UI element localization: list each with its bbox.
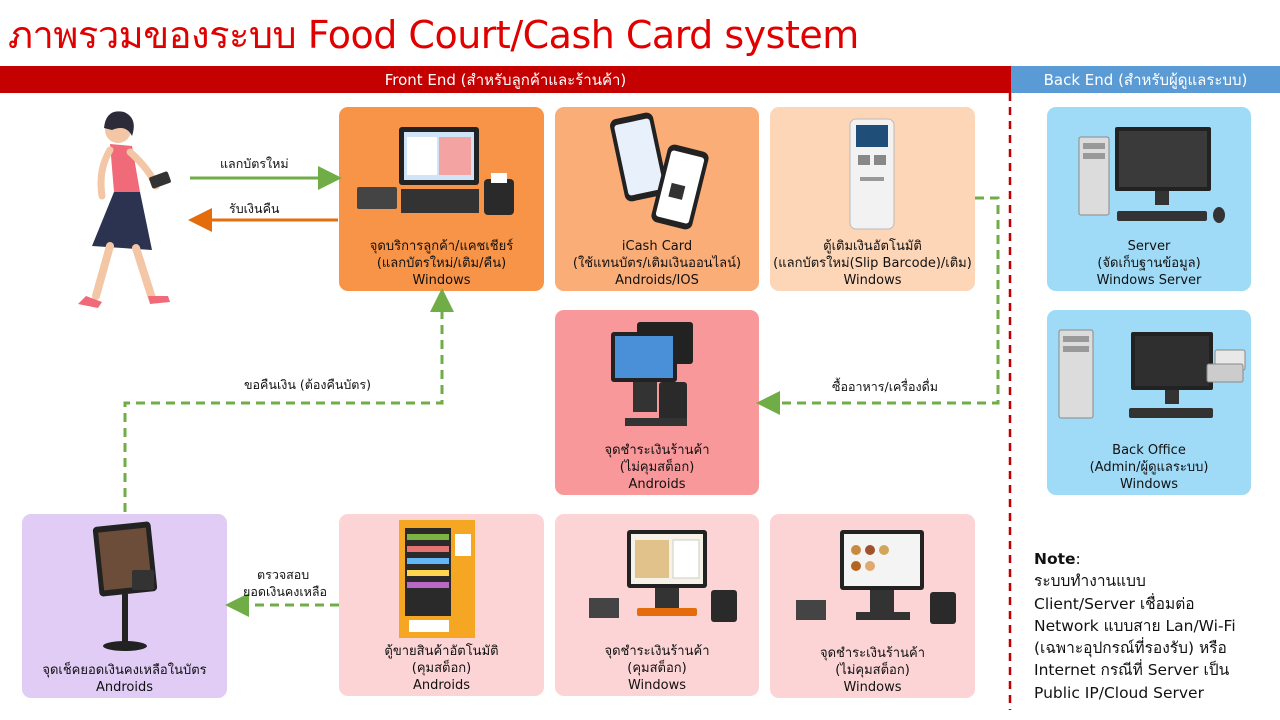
backoffice-label-line2: (Admin/ผู้ดูแลระบบ) xyxy=(1089,460,1209,475)
refund-arrow-label: รับเงินคืน xyxy=(229,201,280,216)
icash-label-line2: (ใช้แทนบัตร/เติมเงินออนไลน์) xyxy=(572,256,742,271)
vending-label-line2: (คุมสต็อก) xyxy=(411,661,472,676)
buy-arrow-label: ซื้ออาหาร/เครื่องดื่ม xyxy=(832,379,939,394)
note-line: Client/Server เชื่อมต่อ xyxy=(1034,594,1195,613)
icash-label-line1: iCash Card xyxy=(621,239,693,254)
note-line: Internet กรณีที่ Server เป็น xyxy=(1034,661,1230,680)
note-block: Note: ระบบทำงานแบบ Client/Server เชื่อมต… xyxy=(1034,548,1274,704)
windows-pos-icon xyxy=(796,530,956,624)
server-computer-icon xyxy=(1078,127,1225,223)
exchange-arrow-label: แลกบัตรใหม่ xyxy=(220,156,289,171)
balance-checker-kiosk-icon xyxy=(92,521,158,651)
note-title: Note xyxy=(1034,550,1076,568)
cashier-label-line3: Windows xyxy=(412,273,471,288)
pos-stock-label-line2: (คุมสต็อก) xyxy=(627,661,687,676)
kiosk-node: ตู้เติมเงินอัตโนมัติ (แลกบัตรใหม่(Slip B… xyxy=(770,107,975,291)
windows-pos-icon xyxy=(589,530,737,622)
check-arrow-label-line2: ยอดเงินคงเหลือ xyxy=(243,584,328,599)
note-line: Public IP/Cloud Server xyxy=(1034,683,1204,702)
pos-center-label-line2: (ไม่คุมสต็อก) xyxy=(619,460,695,475)
buy-arrow xyxy=(756,196,1000,415)
server-label-line2: (จัดเก็บฐานข้อมูล) xyxy=(1097,256,1201,271)
check-arrow-label-line1: ตรวจสอบ xyxy=(257,567,310,582)
backoffice-node: Back Office (Admin/ผู้ดูแลระบบ) Windows xyxy=(1047,310,1251,495)
pos-nostock-node: จุดชำระเงินร้านค้า (ไม่คุมสต็อก) Windows xyxy=(770,514,975,698)
kiosk-label-line3: Windows xyxy=(843,273,902,288)
vending-label-line1: ตู้ขายสินค้าอัตโนมัติ xyxy=(384,644,499,659)
pos-nostock-label-line3: Windows xyxy=(843,680,902,695)
pos-center-label-line1: จุดชำระเงินร้านค้า xyxy=(604,443,710,458)
note-line: Network แบบสาย Lan/Wi-Fi xyxy=(1034,616,1236,635)
icash-node: iCash Card (ใช้แทนบัตร/เติมเงินออนไลน์) … xyxy=(555,107,759,291)
vending-label-line3: Androids xyxy=(412,678,471,693)
kiosk-label-line1: ตู้เติมเงินอัตโนมัติ xyxy=(823,239,922,254)
server-node: Server (จัดเก็บฐานข้อมูล) Windows Server xyxy=(1047,107,1251,291)
icash-label-line3: Androids/IOS xyxy=(615,273,699,288)
back-end-header: Back End (สำหรับผู้ดูแลระบบ) xyxy=(1011,66,1280,93)
checker-node: จุดเช็คยอดเงินคงเหลือในบัตร Androids xyxy=(22,514,227,698)
kiosk-label-line2: (แลกบัตรใหม่(Slip Barcode)/เติม) xyxy=(773,256,972,271)
android-pos-icon xyxy=(611,322,693,426)
cashier-label-line2: (แลกบัตรใหม่/เติม/คืน) xyxy=(376,256,507,271)
server-label-line1: Server xyxy=(1127,239,1171,254)
vending-node: ตู้ขายสินค้าอัตโนมัติ (คุมสต็อก) Android… xyxy=(339,514,544,696)
customer-person-icon xyxy=(78,111,171,308)
pos-center-label-line3: Androids xyxy=(628,477,686,492)
pos-nostock-label-line2: (ไม่คุมสต็อก) xyxy=(835,663,910,678)
pos-stock-node: จุดชำระเงินร้านค้า (คุมสต็อก) Windows xyxy=(555,514,759,696)
front-end-header: Front End (สำหรับลูกค้าและร้านค้า) xyxy=(0,66,1011,93)
pos-center-node: จุดชำระเงินร้านค้า (ไม่คุมสต็อก) Android… xyxy=(555,310,759,495)
cashier-label-line1: จุดบริการลูกค้า/แคชเชียร์ xyxy=(369,239,514,254)
page-title: ภาพรวมของระบบ Food Court/Cash Card syste… xyxy=(8,13,859,57)
topup-kiosk-icon xyxy=(849,118,895,230)
claim-arrow-label: ขอคืนเงิน (ต้องคืนบัตร) xyxy=(244,377,372,392)
vending-machine-icon xyxy=(399,520,475,638)
backoffice-label-line1: Back Office xyxy=(1112,443,1186,458)
pos-nostock-label-line1: จุดชำระเงินร้านค้า xyxy=(820,646,925,661)
backoffice-computer-icon xyxy=(1058,329,1246,419)
smartphone-icon xyxy=(610,112,709,230)
cashier-node: จุดบริการลูกค้า/แคชเชียร์ (แลกบัตรใหม่/เ… xyxy=(339,107,544,291)
server-label-line3: Windows Server xyxy=(1096,273,1202,288)
checker-label-line1: จุดเช็คยอดเงินคงเหลือในบัตร xyxy=(42,663,207,678)
note-line: (เฉพาะอุปกรณ์ที่รองรับ) หรือ xyxy=(1034,639,1227,658)
pos-terminal-icon xyxy=(357,127,514,215)
note-line: ระบบทำงานแบบ xyxy=(1034,572,1146,591)
pos-stock-label-line1: จุดชำระเงินร้านค้า xyxy=(604,644,710,659)
pos-stock-label-line3: Windows xyxy=(627,678,687,693)
claim-arrow xyxy=(123,288,454,512)
backoffice-label-line3: Windows xyxy=(1119,477,1179,492)
checker-label-line2: Androids xyxy=(95,680,154,695)
